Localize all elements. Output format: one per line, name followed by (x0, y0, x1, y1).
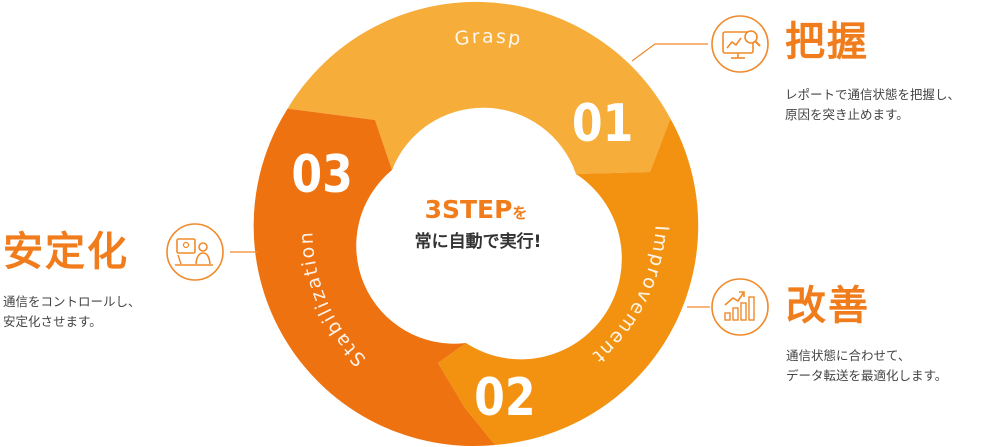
step-number-02: 02 (474, 368, 536, 428)
step-stabilization-description: 通信をコントロールし、 安定化させます。 (3, 292, 141, 332)
step-improvement-description: 通信状態に合わせて、 データ転送を最適化します。 (786, 346, 947, 386)
step-stabilization-description-line2: 安定化させます。 (3, 314, 102, 329)
center-subheading: 常に自動で実行! (415, 231, 542, 252)
center-heading-main: 3STEP (425, 195, 513, 224)
center-heading-suffix: を (512, 204, 527, 222)
step-stabilization-description-line1: 通信をコントロールし、 (3, 294, 141, 309)
step-grasp-info: 把握 レポートで通信状態を把握し、 原因を突き止めます。 (785, 20, 960, 125)
step-improvement-description-line1: 通信状態に合わせて、 (786, 348, 911, 363)
step-grasp-description: レポートで通信状態を把握し、 原因を突き止めます。 (785, 85, 960, 125)
monitor-chart-magnifier-icon (711, 15, 769, 73)
step-stabilization-info: 安定化 通信をコントロールし、 安定化させます。 (3, 230, 141, 332)
step-improvement-description-line2: データ転送を最適化します。 (786, 368, 948, 383)
step-number-03: 03 (291, 145, 353, 205)
step-stabilization-title: 安定化 (3, 229, 129, 275)
step-grasp-description-line1: レポートで通信状態を把握し、 (785, 87, 961, 102)
ring-segment-improvement (438, 118, 699, 445)
ring-segment-stabilization (253, 108, 495, 447)
ring-segment-grasp (287, 1, 671, 174)
rising-bar-chart-icon (711, 278, 769, 336)
step-number-01: 01 (572, 94, 634, 154)
connector-grasp (631, 43, 708, 62)
ring-label-grasp: Grasp (453, 26, 524, 51)
center-heading: 3STEPを (425, 195, 528, 224)
step-grasp-description-line2: 原因を突き止めます。 (785, 107, 909, 122)
step-improvement-title: 改善 (786, 283, 870, 329)
step-grasp-title: 把握 (785, 19, 869, 65)
step-improvement-info: 改善 通信状態に合わせて、 データ転送を最適化します。 (786, 284, 947, 386)
person-at-monitor-icon (166, 223, 224, 281)
